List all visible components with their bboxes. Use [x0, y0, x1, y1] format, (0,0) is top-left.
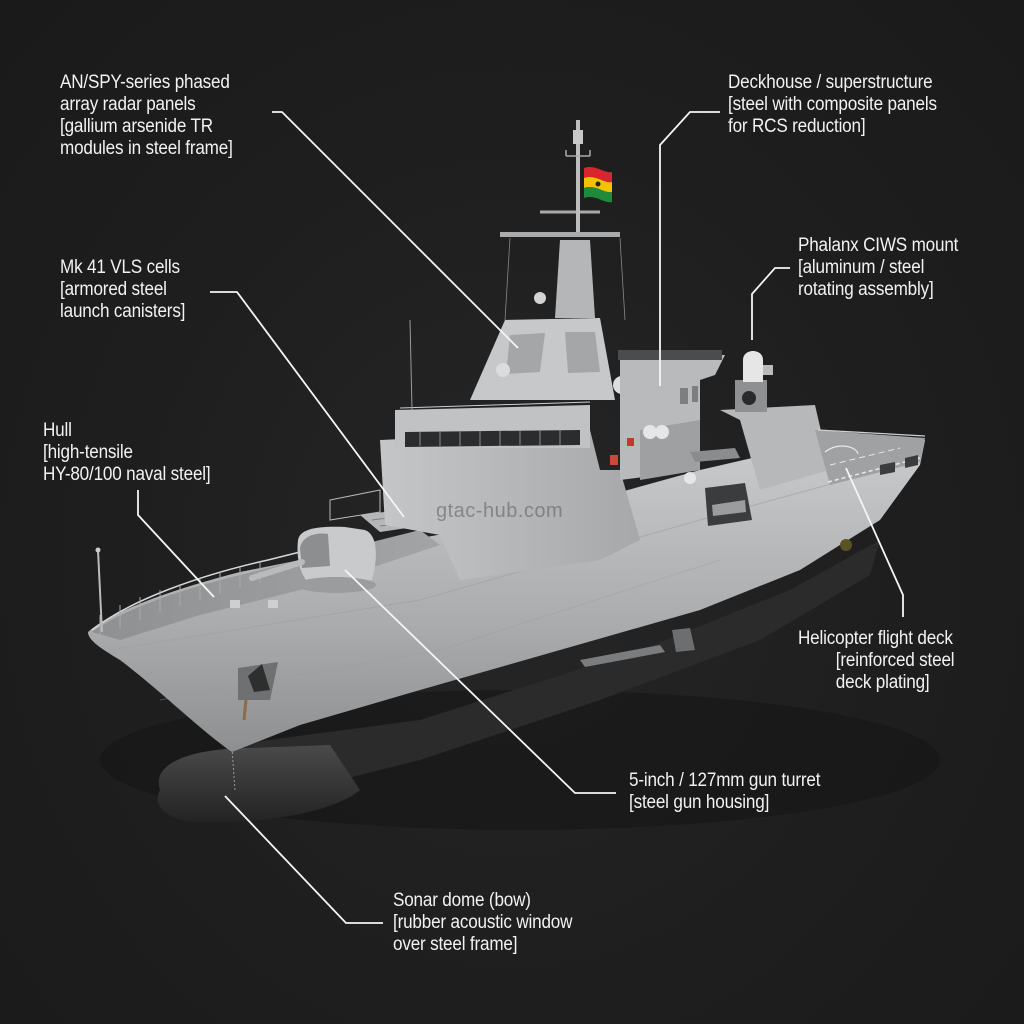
callout-radar-material-1: [gallium arsenide TR — [60, 116, 213, 137]
radar-panel-right — [565, 332, 600, 373]
sonar-seam — [231, 747, 236, 791]
callout-flight-deck: Helicopter flight deck [reinforced steel… — [798, 628, 955, 694]
forward-superstructure — [380, 430, 640, 580]
anchor-icon — [248, 664, 270, 692]
propeller — [840, 539, 852, 551]
leader-line-ciws — [751, 267, 790, 340]
leader-line-sonar — [224, 795, 383, 924]
callout-radar-title-1: AN/SPY-series phased — [60, 72, 230, 93]
bridge-windows — [405, 430, 580, 447]
callout-vls: Mk 41 VLS cells [armored steel launch ca… — [60, 257, 185, 323]
callout-flight-deck-material-2: deck plating] — [835, 672, 930, 693]
callout-vls-material-2: launch canisters] — [60, 301, 186, 322]
gun-barrel — [249, 559, 305, 581]
national-flag — [584, 167, 612, 203]
sonar-dome — [157, 745, 360, 823]
leader-line-flight-deck — [845, 467, 904, 617]
callout-sonar-material-2: over steel frame] — [393, 934, 518, 955]
callout-hull-title: Hull — [43, 420, 72, 441]
ciws-mount — [735, 351, 773, 412]
leader-line-gun — [344, 569, 616, 794]
leader-line-vls — [210, 291, 405, 518]
leader-lines — [137, 111, 904, 924]
callout-sonar-title: Sonar dome (bow) — [393, 890, 531, 911]
callout-vls-title: Mk 41 VLS cells — [60, 257, 180, 278]
radar-panel-left — [506, 333, 545, 374]
callout-flight-deck-title: Helicopter flight deck — [798, 628, 953, 649]
callout-deckhouse-title: Deckhouse / superstructure — [728, 72, 933, 93]
main-mast — [555, 240, 595, 318]
callout-vls-material-1: [armored steel — [60, 279, 167, 300]
callout-gun-title: 5-inch / 127mm gun turret — [629, 770, 821, 791]
callout-gun-material: [steel gun housing] — [629, 792, 770, 813]
callout-flight-deck-material-1: [reinforced steel — [835, 650, 955, 671]
aft-superstructure — [720, 405, 830, 490]
callout-hull-material-1: [high-tensile — [43, 442, 133, 463]
callout-ciws: Phalanx CIWS mount [aluminum / steel rot… — [798, 235, 958, 301]
flight-deck — [815, 430, 925, 485]
rhib-boat — [690, 448, 740, 462]
callout-gun: 5-inch / 127mm gun turret [steel gun hou… — [629, 770, 820, 814]
callout-radar-material-2: modules in steel frame] — [60, 138, 233, 159]
hull-bottom — [230, 540, 880, 790]
callout-deckhouse-material-2: for RCS reduction] — [728, 116, 866, 137]
leader-line-radar — [272, 111, 519, 349]
callout-hull-material-2: HY-80/100 naval steel] — [43, 464, 211, 485]
callout-radar: AN/SPY-series phased array radar panels … — [60, 72, 233, 160]
callout-sonar: Sonar dome (bow) [rubber acoustic window… — [393, 890, 572, 956]
callout-hull: Hull [high-tensile HY-80/100 naval steel… — [43, 420, 211, 486]
leader-line-hull — [137, 490, 215, 598]
callout-ciws-material-2: rotating assembly] — [798, 279, 934, 300]
jackstaff — [97, 549, 103, 633]
callout-deckhouse-material-1: [steel with composite panels — [728, 94, 937, 115]
callout-sonar-material-1: [rubber acoustic window — [393, 912, 573, 933]
callout-radar-title-2: array radar panels — [60, 94, 196, 115]
callout-ciws-title: Phalanx CIWS mount — [798, 235, 959, 256]
callout-deckhouse: Deckhouse / superstructure [steel with c… — [728, 72, 937, 138]
watermark: gtac-hub.com — [436, 500, 564, 522]
callout-ciws-material-1: [aluminum / steel — [798, 257, 925, 278]
leader-line-deckhouse — [659, 111, 720, 386]
